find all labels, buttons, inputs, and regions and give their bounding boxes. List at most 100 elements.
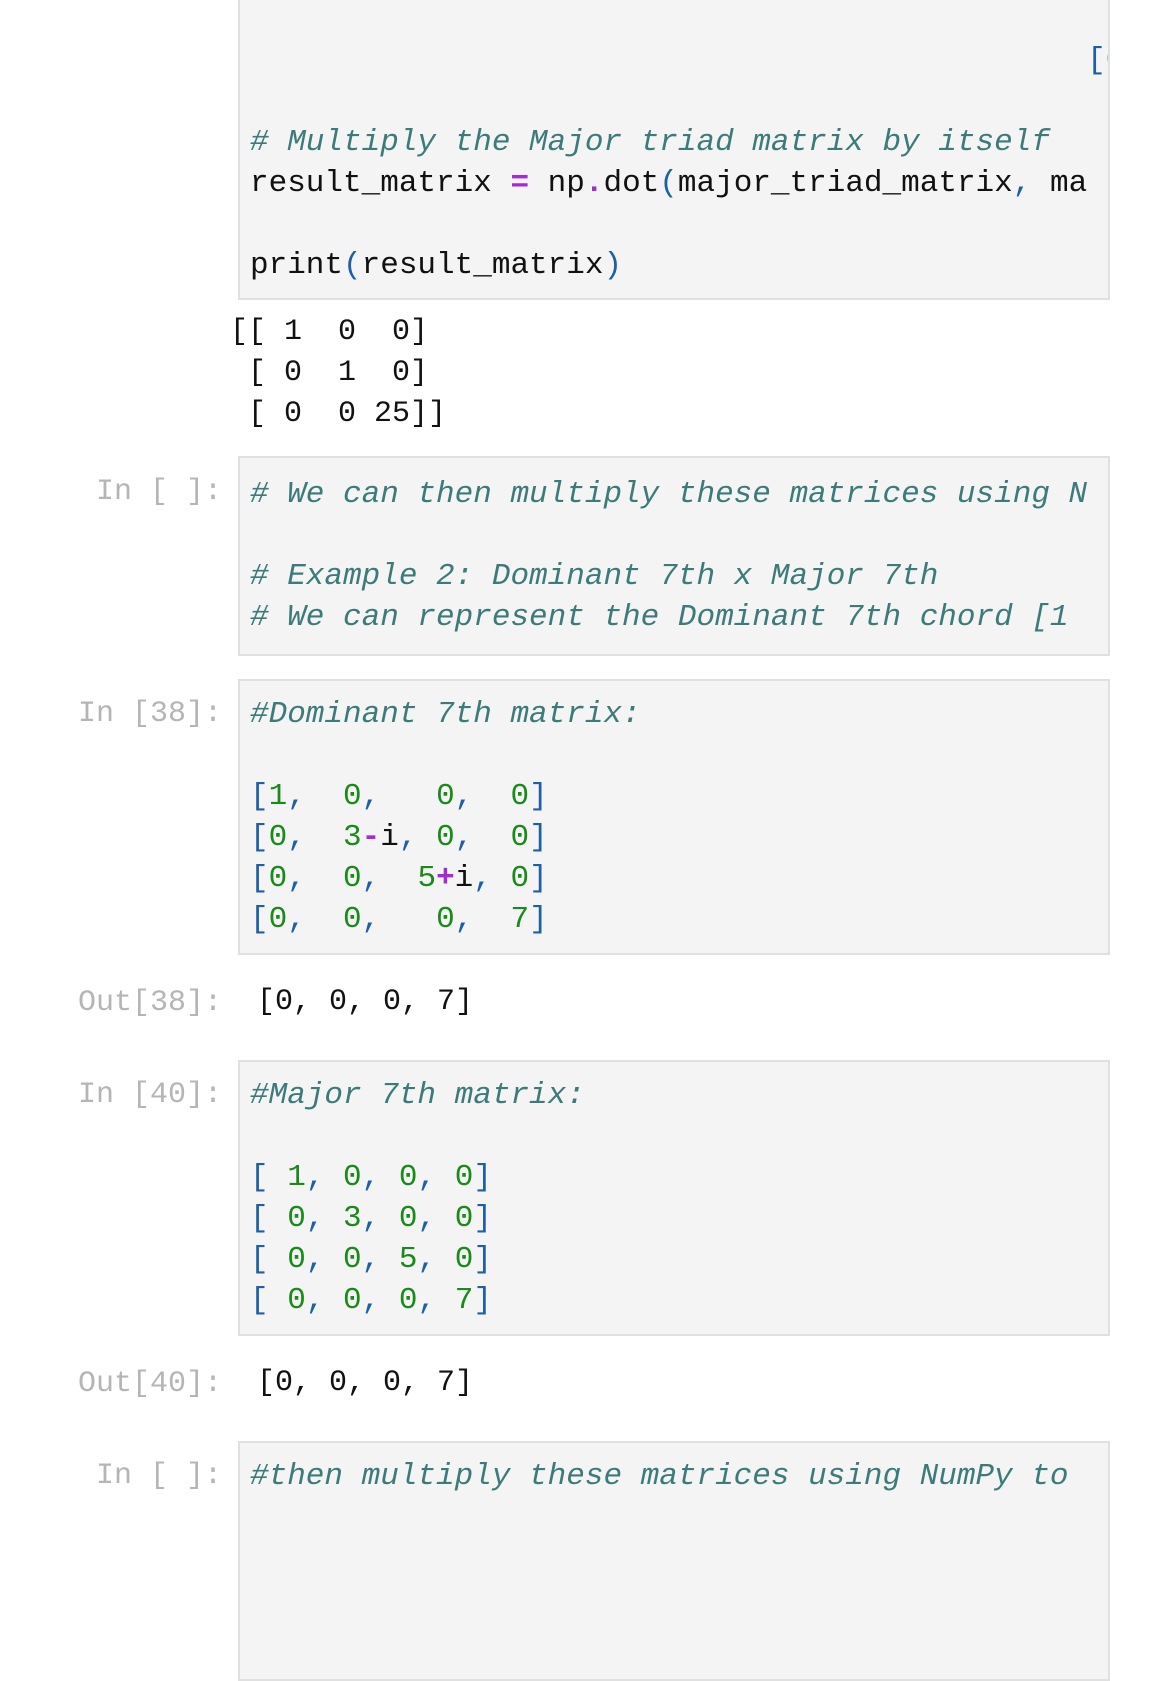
code-cell-input[interactable]: [0, 0, 5]]) # Multiply the Major triad m… [238,0,1110,300]
code-token: ) [603,248,623,283]
code-token: , [287,820,344,855]
code-token: result_matrix [361,248,604,283]
code-token: 0 [398,1283,418,1318]
code-token: , [361,1283,399,1318]
code-token: [ [250,1242,288,1277]
code-token: 0 [454,1160,474,1195]
code-token: dot [603,166,660,201]
code-line: #Dominant 7th matrix: [250,697,641,732]
code-token: ] [473,1242,492,1277]
code-token: 0 [343,1283,362,1318]
code-token: 0 [268,861,288,896]
code-line: [0, 3-i, 0, 0] [250,820,548,855]
code-token: # We can then multiply these matrices us… [250,477,1088,512]
code-token: 0 [343,1242,362,1277]
code-token: ] [473,1201,492,1236]
code-line: [0, 0, 0, 7] [250,902,548,937]
code-token: # Example 2: Dominant 7th x Major 7th [250,559,939,594]
code-token: = [510,166,530,201]
code-token: ( [343,248,362,283]
code-line: [ 0, 0, 0, 7] [250,1283,492,1318]
code-cell-input[interactable]: #then multiply these matrices using NumP… [238,1441,1110,1681]
code-token: 0 [398,1201,418,1236]
output-prompt: Out[38]: [77,986,222,1020]
code-token: , [287,902,344,937]
code-line: #Major 7th matrix: [250,1078,585,1113]
code-token: 0 [268,902,288,937]
cell-output-text: [[ 1 0 0] [ 0 1 0] [ 0 0 25]] [230,315,447,431]
code-token: 7 [454,1283,474,1318]
code-token: , [305,1160,344,1195]
input-prompt: In [40]: [77,1078,222,1112]
code-editor[interactable]: #Major 7th matrix: [ 1, 0, 0, 0] [ 0, 3,… [250,1075,585,1321]
code-token: 0 [287,1242,306,1277]
code-token: #Major 7th matrix: [250,1078,585,1113]
code-token: , [361,1201,399,1236]
code-token: # We can represent the Dominant 7th chor… [250,600,1069,635]
code-token: [ [250,1160,288,1195]
code-token: , [305,1242,344,1277]
code-token: 7 [510,902,530,937]
code-line: # We can represent the Dominant 7th chor… [250,600,1069,635]
code-token: 0 [343,902,362,937]
code-token: + [436,861,455,896]
code-line: [1, 0, 0, 0] [250,779,548,814]
code-line: [ 1, 0, 0, 0] [250,1160,492,1195]
cell-output-text: [0, 0, 0, 7] [257,985,474,1019]
code-line: # Example 2: Dominant 7th x Major 7th [250,559,938,594]
code-editor[interactable]: # We can then multiply these matrices us… [250,474,1087,638]
code-token: , [305,1283,344,1318]
code-token: [ [250,1283,288,1318]
code-token: 0 [510,861,530,896]
code-editor[interactable]: #Dominant 7th matrix: [1, 0, 0, 0] [0, 3… [250,694,641,940]
code-token: , [361,902,437,937]
code-token: , [417,1160,455,1195]
code-editor[interactable]: #then multiply these matrices using NumP… [250,1456,1069,1497]
code-token: 0 [398,1160,418,1195]
code-token: 3 [343,820,362,855]
code-editor[interactable]: [0, 0, 5]]) # Multiply the Major triad m… [250,40,1108,286]
code-token: , [417,1201,455,1236]
code-token: , [417,1283,455,1318]
code-token: ] [529,902,548,937]
code-line: # Multiply the Major triad matrix by its… [250,125,1050,160]
code-token: 1 [268,779,288,814]
code-token: ] [529,820,548,855]
code-token: 0 [436,820,455,855]
code-line: print(result_matrix) [250,248,622,283]
code-token: ] [473,1160,492,1195]
code-token: 1 [287,1160,306,1195]
code-token: , [361,1242,399,1277]
code-token: , [305,1201,344,1236]
code-token: [ [250,861,269,896]
code-token: [ [250,902,269,937]
input-prompt: In [38]: [77,697,222,731]
code-token: 5 [417,861,437,896]
code-token: 0 [343,779,362,814]
code-token: major_triad_matrix [677,166,1013,201]
code-token: 0 [343,861,362,896]
code-token: 0 [510,820,530,855]
code-token: 0 [1106,43,1108,78]
code-token: print [250,248,344,283]
code-token: 5 [398,1242,418,1277]
code-cell-input[interactable]: #Major 7th matrix: [ 1, 0, 0, 0] [ 0, 3,… [238,1060,1110,1336]
code-line: [0, 0, 5+i, 0] [250,861,548,896]
code-cell-input[interactable]: # We can then multiply these matrices us… [238,456,1110,656]
code-cell-input[interactable]: #Dominant 7th matrix: [1, 0, 0, 0] [0, 3… [238,679,1110,955]
code-line: result_matrix = np.dot(major_triad_matri… [250,166,1087,201]
code-token: , [287,861,344,896]
code-line: # We can then multiply these matrices us… [250,477,1087,512]
code-token: , [361,1160,399,1195]
code-line: [0, 0, 5]]) [250,43,1108,78]
code-token: , [417,1242,455,1277]
code-token: , [454,779,511,814]
code-token: , [398,820,437,855]
code-token: , [361,779,437,814]
code-token: [ [1087,43,1106,78]
code-token: i [380,820,399,855]
code-token: 0 [436,779,455,814]
code-token: #Dominant 7th matrix: [250,697,641,732]
code-token: 0 [287,1283,306,1318]
code-token: , [454,902,511,937]
